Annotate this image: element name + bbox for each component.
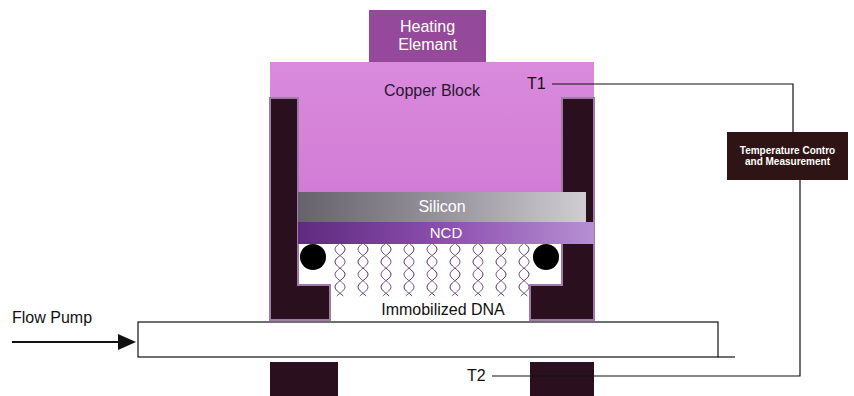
dna-strand (427, 243, 437, 296)
dna-strand (404, 243, 414, 296)
temperature-control-box: Temperature Contro and Measurement (727, 132, 848, 180)
dna-strands (335, 243, 529, 296)
dna-strand (496, 243, 506, 296)
node-text: NCD (426, 224, 467, 242)
dna-strand (381, 243, 391, 296)
heating-element-box: Heating Elemant (369, 10, 486, 62)
dna-strand (450, 243, 460, 296)
dna-strand (519, 243, 529, 296)
dna-strand (496, 243, 506, 296)
o-ring (300, 244, 326, 270)
dna-strand (335, 243, 345, 296)
flow-arrow-head (118, 334, 136, 350)
part-label: Immobilized DNA (378, 301, 508, 319)
part-label: Flow Pump (12, 309, 92, 327)
node-text: Copper Block (380, 82, 484, 100)
node-text: Temperature Contro and Measurement (727, 145, 848, 168)
dna-strand (427, 243, 437, 296)
dna-strand (473, 243, 483, 296)
housing-bottom-left (270, 362, 338, 396)
node-text: Heating Elemant (369, 18, 486, 55)
housing-bottom-right (530, 362, 594, 396)
dna-strand (358, 243, 368, 296)
flow-arrow-shaft (12, 341, 122, 343)
t1-wire (552, 84, 793, 132)
dna-strand (473, 243, 483, 296)
sensor-label: T1 (527, 75, 546, 93)
node-text: Silicon (414, 198, 469, 216)
silicon-layer: Silicon (298, 192, 586, 222)
flow-channel-outlet (718, 356, 735, 357)
dna-strand (519, 243, 529, 296)
dna-strand (335, 243, 345, 296)
o-ring (533, 244, 559, 270)
dna-strand (450, 243, 460, 296)
sensor-label: T2 (467, 367, 486, 385)
dna-strand (358, 243, 368, 296)
dna-strand (381, 243, 391, 296)
copper-block-shape (270, 62, 594, 235)
flow-channel (138, 322, 718, 357)
dna-strand (404, 243, 414, 296)
ncd-layer: NCD (298, 222, 594, 244)
